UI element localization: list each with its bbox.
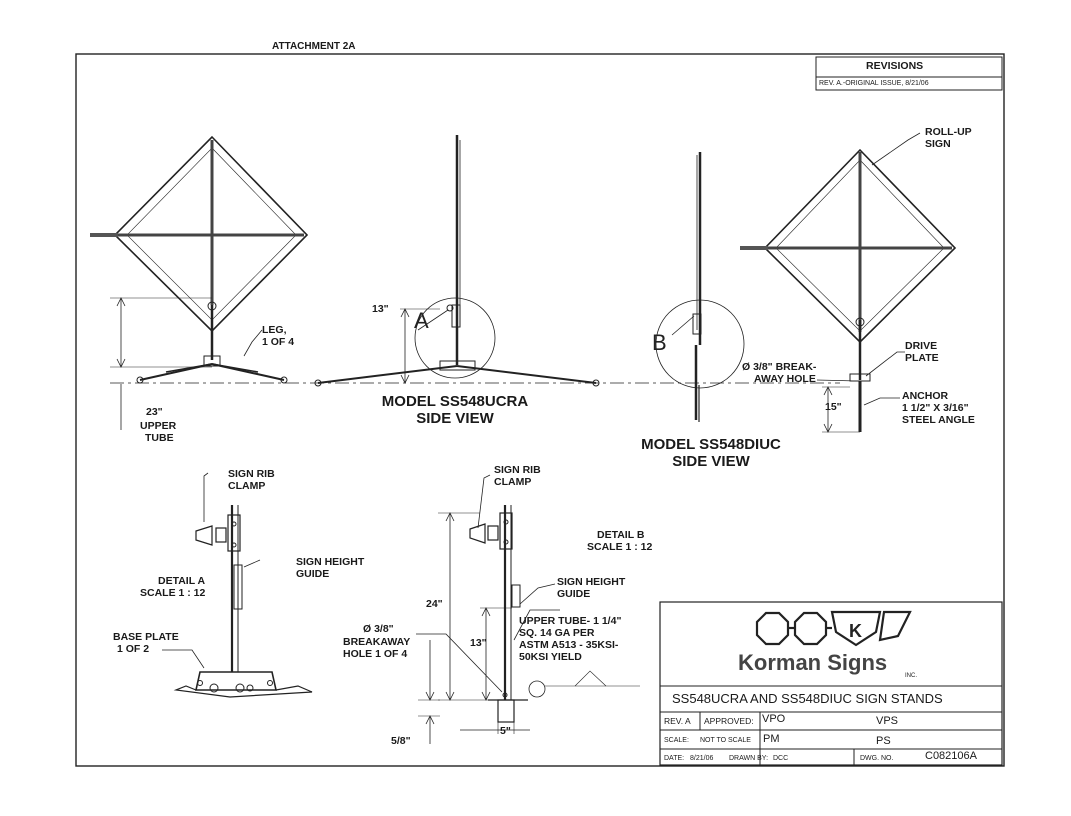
scale-signature-2: PS (876, 735, 891, 747)
drawn-by-label: DRAWN BY: (729, 755, 769, 762)
detail-b-58-dimension: 5/8" (391, 735, 411, 747)
company-logo (755, 610, 912, 647)
detail-b-clamp-label-1: SIGN RIB (494, 464, 541, 476)
diuc-view-title-1: MODEL SS548DIUC (641, 436, 781, 453)
base-plate-label-2: 1 OF 2 (117, 643, 150, 655)
ucra-13-dimension: 13" (372, 303, 389, 315)
detail-b-hole-label-1: Ø 3/8" (363, 623, 394, 635)
leg-label-2: 1 OF 4 (262, 336, 295, 348)
dwg-no-value: C082106A (925, 750, 977, 762)
detail-b-guide-label-1: SIGN HEIGHT (557, 576, 626, 588)
diuc-view-title-2: SIDE VIEW (672, 453, 750, 470)
drive-plate-label-1: DRIVE (905, 340, 938, 352)
date-label: DATE: (664, 755, 685, 762)
diuc-15-dimension: 15" (825, 401, 842, 413)
detail-b-clamp-label-2: CLAMP (494, 476, 532, 488)
approved-label: APPROVED: (704, 716, 754, 726)
detail-b-5-dimension: 5" (500, 725, 511, 737)
detail-b-title-2: SCALE 1 : 12 (587, 541, 653, 553)
detail-a-guide-label-1: SIGN HEIGHT (296, 556, 365, 568)
upper-tube-label-1: UPPER (140, 420, 177, 432)
detail-a-drawing (162, 472, 313, 698)
title-block-frame (659, 601, 1003, 766)
dwg-no-label: DWG. NO. (860, 755, 894, 762)
anchor-label-1: ANCHOR (902, 390, 949, 402)
detail-a-title-2: SCALE 1 : 12 (140, 587, 206, 599)
scale-signature-1: PM (763, 733, 780, 745)
upper-tube-spec-2: SQ. 14 GA PER (519, 627, 595, 639)
drawing-title: SS548UCRA AND SS548DIUC SIGN STANDS (672, 691, 943, 706)
detail-a-guide-label-2: GUIDE (296, 568, 330, 580)
ucra-side-view (314, 135, 600, 387)
rev-label: REV. A (664, 716, 691, 726)
leg-label-1: LEG, (262, 324, 287, 336)
ucra-view-title-2: SIDE VIEW (416, 410, 494, 427)
diuc-side-view (655, 152, 745, 422)
revisions-title: REVISIONS (866, 60, 924, 72)
detail-a-title-1: DETAIL A (158, 575, 206, 587)
rollup-label-1: ROLL-UP (925, 126, 972, 138)
detail-letter-b: B (652, 330, 667, 355)
drive-plate-label-2: PLATE (905, 352, 939, 364)
upper-tube-spec-1: UPPER TUBE- 1 1/4" (519, 615, 622, 627)
drawn-by-value: DCC (773, 755, 789, 762)
anchor-label-2: 1 1/2" X 3/16" (902, 402, 969, 414)
anchor-label-3: STEEL ANGLE (902, 414, 975, 426)
upper-tube-spec-3: ASTM A513 - 35KSI- (519, 639, 619, 651)
detail-b-guide-label-2: GUIDE (557, 588, 591, 600)
breakaway-label-1: Ø 3/8" BREAK- (742, 361, 817, 373)
attachment-label: ATTACHMENT 2A (272, 41, 356, 52)
detail-b-hole-label-2: BREAKAWAY (343, 636, 411, 648)
approved-value: VPO (762, 713, 786, 725)
breakaway-label-2: AWAY HOLE (754, 373, 816, 385)
rollup-label-2: SIGN (925, 138, 951, 150)
company-name: Korman Signs (738, 650, 888, 675)
detail-b-hole-label-3: HOLE 1 OF 4 (343, 648, 408, 660)
ucra-front-view (90, 135, 309, 384)
sheet-border (75, 53, 1005, 767)
scale-value: NOT TO SCALE (700, 737, 751, 744)
approved-signature: VPS (876, 715, 899, 727)
company-suffix: INC. (905, 673, 917, 679)
date-value: 8/21/06 (690, 755, 714, 762)
detail-b-13-dimension: 13" (470, 637, 487, 649)
revisions-table (815, 56, 1003, 91)
upper-tube-label-2: TUBE (145, 432, 174, 444)
detail-letter-a: A (414, 308, 429, 333)
detail-b-title-1: DETAIL B (597, 529, 645, 541)
detail-b-drawing (416, 474, 640, 744)
upper-tube-spec-4: 50KSI YIELD (519, 651, 582, 663)
diuc-front-view (740, 132, 957, 433)
detail-b-24-dimension: 24" (426, 598, 443, 610)
detail-a-clamp-label-1: SIGN RIB (228, 468, 275, 480)
base-plate-label-1: BASE PLATE (113, 631, 179, 643)
detail-a-clamp-label-2: CLAMP (228, 480, 266, 492)
revision-entry: REV. A.-ORIGINAL ISSUE, 8/21/06 (819, 80, 929, 87)
scale-label: SCALE: (664, 737, 689, 744)
logo-letter: K (849, 621, 862, 641)
ucra-view-title-1: MODEL SS548UCRA (381, 393, 529, 410)
upper-tube-dimension: 23" (146, 406, 163, 418)
